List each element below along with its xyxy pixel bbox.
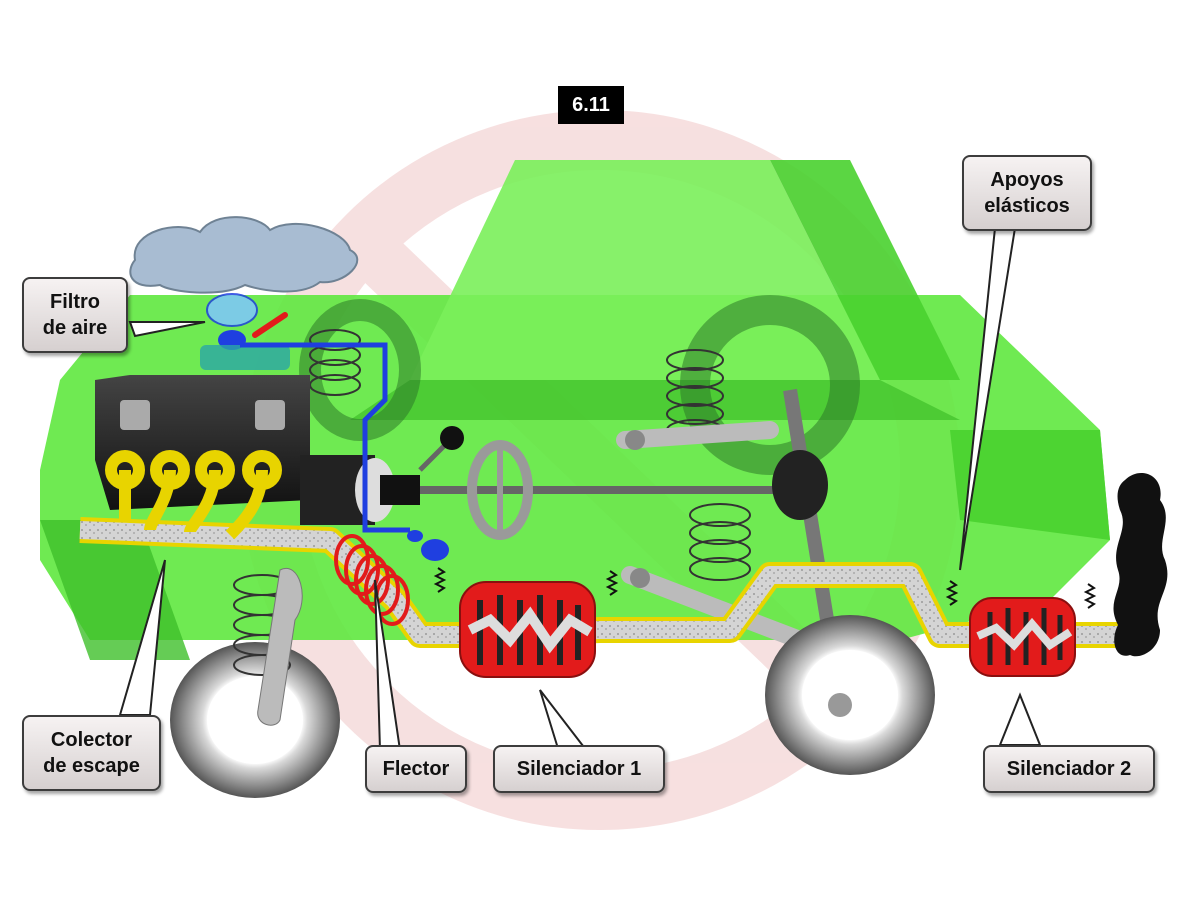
- gear-lever: [418, 426, 464, 472]
- muffler-2: [969, 597, 1076, 677]
- label-elastic-mounts: Apoyos elásticos: [962, 155, 1092, 231]
- label-muffler-1: Silenciador 1: [493, 745, 665, 793]
- label-muffler-2: Silenciador 2: [983, 745, 1155, 793]
- label-exhaust-manifold: Colector de escape: [22, 715, 161, 791]
- muffler-1: [459, 581, 596, 678]
- lower-control-arm: [621, 566, 809, 649]
- label-air-filter: Filtro de aire: [22, 277, 128, 353]
- front-right-tire: [170, 642, 340, 798]
- exhaust-pipe: [79, 517, 1120, 648]
- air-filter-assembly: [200, 293, 290, 370]
- front-hub: [257, 567, 303, 726]
- exhaust-smoke: [1113, 472, 1168, 657]
- label-flex-joint: Flector: [365, 745, 467, 793]
- upper-control-arm: [616, 421, 779, 450]
- steering-wheel: [467, 440, 533, 540]
- rear-spring-lower: [689, 503, 751, 581]
- flex-joint: [334, 534, 410, 626]
- elastic-mounts: [433, 567, 1097, 609]
- intake-pipe: [240, 342, 410, 533]
- rear-right-tire: [765, 615, 935, 775]
- exhaust-manifold: [105, 450, 282, 540]
- figure-number-badge: 6.11: [558, 86, 624, 124]
- blue-valve: [407, 530, 449, 561]
- smoke-cloud: [129, 216, 359, 294]
